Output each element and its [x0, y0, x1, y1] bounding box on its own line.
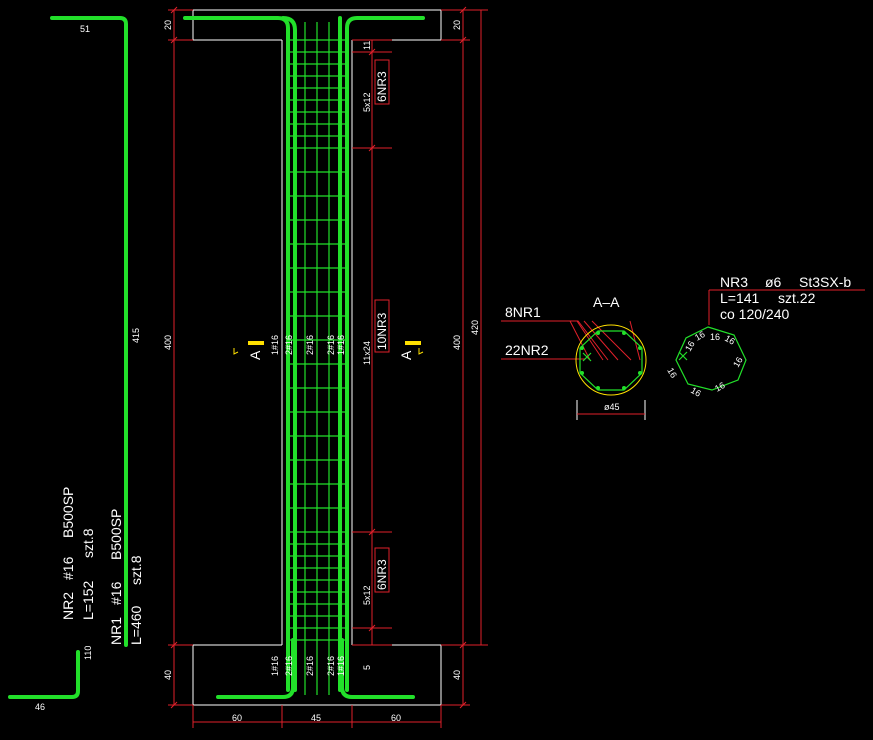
zone-middle-tag: 10NR3 — [375, 312, 389, 350]
nr1-label-length: L=460 — [128, 605, 144, 645]
nr3-steel: St3SX-b — [799, 274, 851, 290]
zone-bottom-tag: 6NR3 — [375, 559, 389, 590]
bar-marks-middle: 1#16 2#16 2#16 2#16 1#16 — [270, 335, 346, 355]
bar-mark-middle-4: 2#16 — [326, 335, 336, 355]
nr3-segment-4: 16 — [723, 333, 737, 347]
nr2-label-name: NR2 — [60, 592, 76, 620]
section-aa: A–A 8NR1 22NR2 ø45 — [501, 294, 647, 420]
nr3-name: NR3 — [720, 274, 748, 290]
zone-top-spacing: 5x12 — [362, 92, 372, 112]
section-mark-left-letter: A — [247, 350, 263, 360]
dim-left-bottom: 40 — [163, 670, 173, 680]
nr2-label-count: szt.8 — [80, 528, 96, 558]
bar-marks-bottom: 1#16 2#16 2#16 2#16 1#16 — [270, 656, 346, 676]
nr3-segment-8: 16 — [665, 366, 679, 380]
zone-middle-tag-box — [374, 299, 390, 353]
nr3-segment-3: 16 — [710, 332, 720, 342]
bar-mark-middle-2: 2#16 — [284, 335, 294, 355]
nr3-diameter: ø6 — [765, 274, 782, 290]
dim-right-bottom: 40 — [452, 670, 462, 680]
column-elevation: 20 400 40 20 400 40 420 60 45 60 — [163, 6, 488, 728]
zone-bottom-clear-text: 5 — [362, 665, 372, 670]
zone-top-tag: 6NR3 — [375, 71, 389, 102]
nr3-detail: NR3 ø6 St3SX-b L=141 szt.22 co 120/240 1… — [665, 274, 865, 399]
stirrup-zone-dims: 11 5x12 6NR3 11x24 10NR3 5x12 6NR3 5 — [352, 39, 392, 670]
inner-longitudinal-bars — [304, 22, 330, 695]
zone-middle-spacing: 11x24 — [362, 341, 372, 365]
nr1-bar-shape: 51 415 NR1 #16 B500SP L=460 szt.8 — [50, 16, 144, 647]
bar-mark-bottom-4: 2#16 — [326, 656, 336, 676]
nr3-segment-5: 16 — [731, 355, 745, 369]
section-mark-right-letter: A — [398, 350, 414, 360]
section-aa-nr1-label: 8NR1 — [505, 304, 541, 320]
dim-bottom-right: 60 — [391, 713, 401, 723]
nr3-length: L=141 — [720, 290, 760, 306]
section-mark-right: A — [398, 341, 424, 360]
dim-right-top: 20 — [452, 20, 462, 30]
zone-bottom-tag-box — [374, 547, 390, 593]
nr3-segment-7: 16 — [689, 385, 703, 399]
nr2-label-steel: B500SP — [60, 487, 76, 538]
nr3-count: szt.22 — [778, 290, 816, 306]
nr2-label-length: L=152 — [80, 580, 96, 620]
nr1-dim-top: 51 — [80, 24, 90, 34]
nr2-label-block: NR2 #16 B500SP L=152 szt.8 — [60, 487, 96, 620]
dim-right-total: 420 — [470, 320, 480, 335]
nr3-segment-6: 16 — [713, 380, 727, 394]
section-aa-diameter: ø45 — [604, 402, 620, 412]
right-dimension-chain: 20 400 40 420 — [441, 6, 488, 709]
nr1-label-name: NR1 — [108, 617, 124, 645]
nr1-label-block: NR1 #16 B500SP L=460 szt.8 — [108, 509, 144, 645]
bar-mark-middle-5: 1#16 — [336, 335, 346, 355]
nr1-label-count: szt.8 — [128, 555, 144, 585]
left-dimension-chain: 20 400 40 — [163, 6, 193, 709]
section-aa-title: A–A — [593, 294, 620, 310]
nr3-segment-1: 16 — [683, 339, 697, 353]
bar-mark-middle-3: 2#16 — [305, 335, 315, 355]
main-rebar — [183, 16, 425, 699]
bar-mark-bottom-2: 2#16 — [284, 656, 294, 676]
nr2-dim-bottom: 46 — [35, 702, 45, 712]
section-aa-bars — [580, 331, 642, 390]
bar-mark-bottom-1: 1#16 — [270, 656, 280, 676]
bottom-dimension-chain: 60 45 60 — [192, 705, 442, 728]
bar-mark-bottom-3: 2#16 — [305, 656, 315, 676]
dim-left-top: 20 — [163, 20, 173, 30]
nr1-label-steel: B500SP — [108, 509, 124, 560]
bar-mark-bottom-5: 1#16 — [336, 656, 346, 676]
nr3-spacing: co 120/240 — [720, 306, 789, 322]
nr1-dim-height: 415 — [131, 328, 141, 343]
nr2-label-diameter: #16 — [60, 556, 76, 580]
dim-left-middle: 400 — [163, 335, 173, 350]
nr2-bar-shape: 46 110 NR2 #16 B500SP L=152 szt.8 — [8, 487, 96, 712]
section-mark-left: A — [233, 341, 264, 360]
nr1-label-diameter: #16 — [108, 581, 124, 605]
section-aa-nr2-label: 22NR2 — [505, 342, 549, 358]
dim-bottom-left: 60 — [232, 713, 242, 723]
nr3-stirrup-shape — [675, 326, 747, 391]
zone-bottom-spacing: 5x12 — [362, 585, 372, 605]
bar-mark-middle-1: 1#16 — [270, 335, 280, 355]
dim-right-middle: 400 — [452, 335, 462, 350]
nr3-segment-2: 16 — [693, 329, 707, 343]
section-aa-concrete-outline — [575, 324, 647, 396]
zone-top-tag-box — [374, 59, 390, 105]
zone-top-clear-text: 11 — [362, 41, 372, 50]
dim-bottom-center: 45 — [311, 713, 321, 723]
nr2-dim-vertical: 110 — [83, 646, 93, 660]
